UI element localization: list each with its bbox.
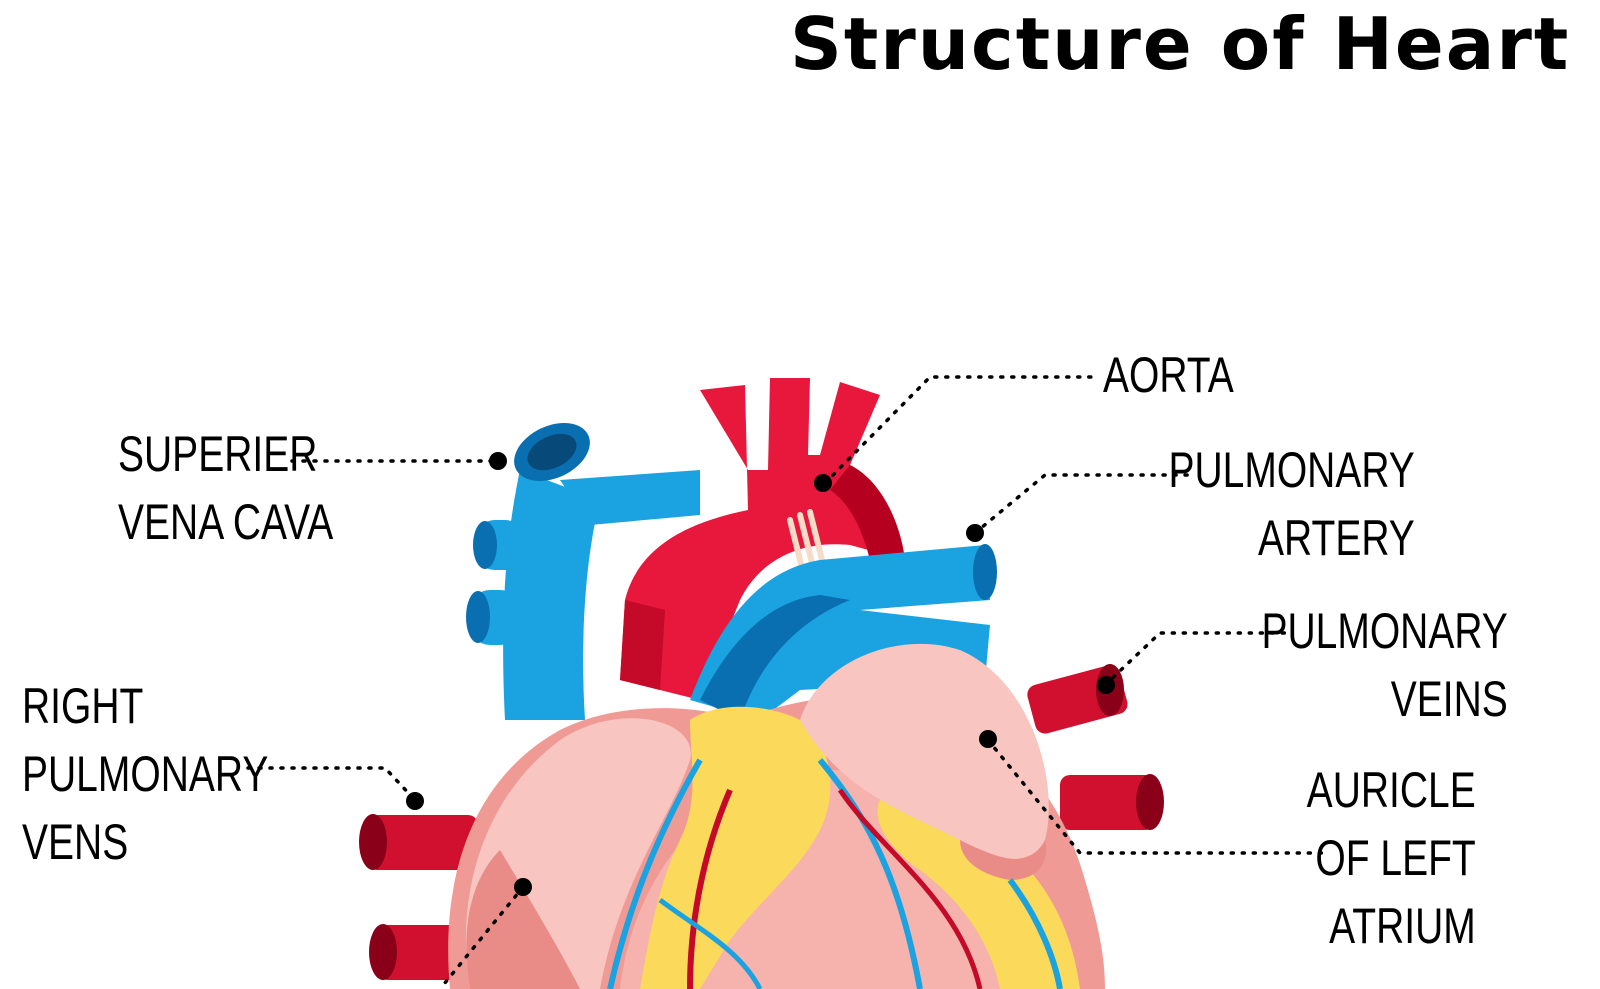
leader-bottom xyxy=(438,885,525,989)
label-line: ATRIUM xyxy=(1329,898,1476,954)
label-dots xyxy=(406,452,1115,896)
label-line: PULMONARY xyxy=(1261,603,1508,659)
label-line: ARTERY xyxy=(1258,510,1415,566)
leader-pulmonary-veins xyxy=(1103,631,1292,687)
label-line: PULMONARY xyxy=(1168,442,1415,498)
dot-aorta xyxy=(814,474,832,492)
label-pulmonary-veins: PULMONARY VEINS xyxy=(1262,597,1508,733)
dot-bottom xyxy=(514,878,532,896)
leader-right-pulmonary-veins xyxy=(246,766,417,802)
label-line: AORTA xyxy=(1103,347,1234,403)
leader-pulmonary-artery xyxy=(973,473,1197,535)
label-line: SUPERIER xyxy=(118,426,318,482)
page-title: Structure of Heart xyxy=(790,2,1571,86)
dot-right-pulmonary-veins xyxy=(406,792,424,810)
label-line: AURICLE xyxy=(1306,762,1476,818)
heart-body xyxy=(448,643,1105,989)
superior-vena-cava-shape xyxy=(466,422,700,720)
dot-pulmonary-veins xyxy=(1097,676,1115,694)
label-auricle-left-atrium: AURICLE OF LEFT ATRIUM xyxy=(1307,756,1476,960)
label-line: OF LEFT xyxy=(1315,830,1476,886)
label-line: RIGHT xyxy=(22,678,144,734)
label-line: VEINS xyxy=(1390,671,1508,727)
label-right-pulmonary-veins: RIGHT PULMONARY VENS xyxy=(22,672,268,876)
aorta-shape xyxy=(620,378,905,700)
label-line: VENA CAVA xyxy=(118,494,334,550)
dot-superior-vena-cava xyxy=(489,452,507,470)
dot-pulmonary-artery xyxy=(966,524,984,542)
pulmonary-vein-tubes xyxy=(1027,664,1164,830)
leader-auricle-left-atrium xyxy=(986,738,1327,855)
leader-lines xyxy=(246,375,1327,989)
label-pulmonary-artery: PULMONARY ARTERY xyxy=(1169,436,1415,572)
dot-auricle-left-atrium xyxy=(979,730,997,748)
label-line: PULMONARY xyxy=(22,746,269,802)
label-superior-vena-cava: SUPERIER VENA CAVA xyxy=(118,420,333,556)
label-aorta: AORTA xyxy=(1103,341,1234,409)
label-line: VENS xyxy=(22,814,129,870)
